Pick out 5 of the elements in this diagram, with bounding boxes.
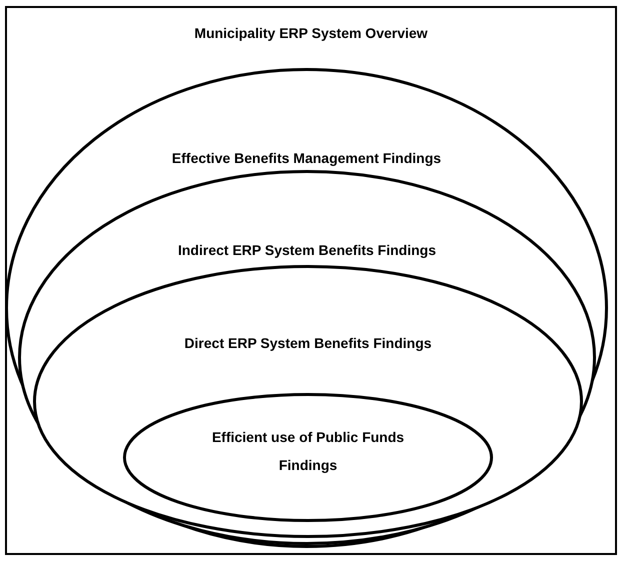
heading-text: Indirect ERP System Benefits Findings	[178, 241, 436, 259]
heading-text: Efficient use of Public Funds Findings	[210, 428, 406, 475]
heading-text: Municipality ERP System Overview	[194, 24, 428, 42]
heading-text: Effective Benefits Management Findings	[172, 149, 442, 167]
heading-text: Direct ERP System Benefits Findings	[184, 334, 432, 352]
